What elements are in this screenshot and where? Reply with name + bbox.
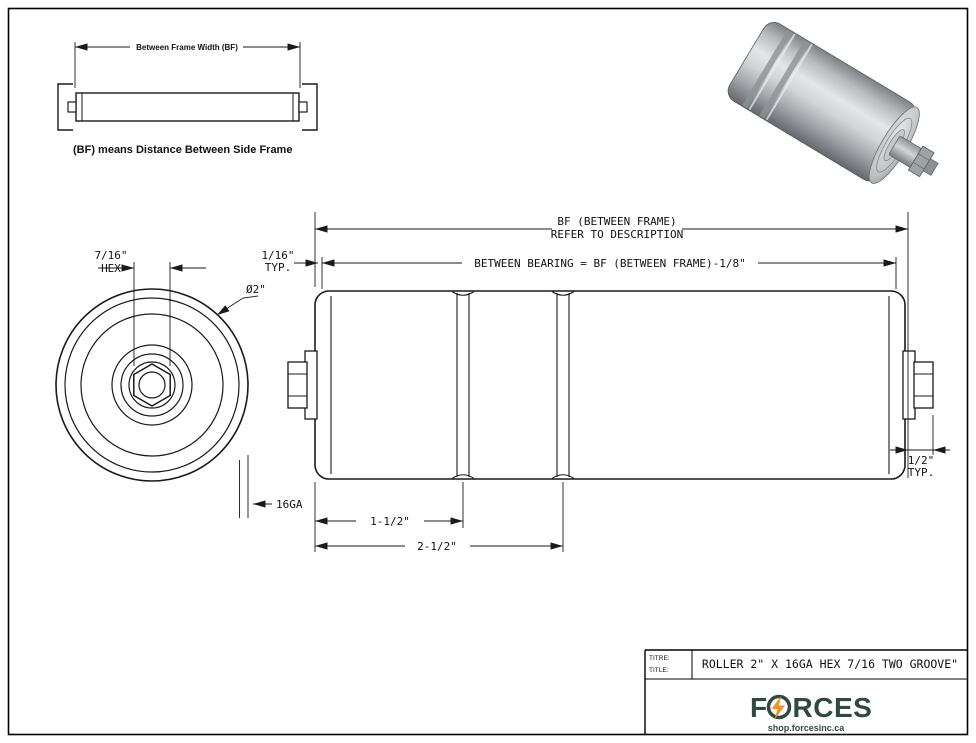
inset-dim-label: Between Frame Width (BF): [136, 43, 238, 52]
inset-right-shaft: [298, 101, 308, 113]
groove-1: [451, 291, 475, 479]
groove2-dim: 2-1/2": [417, 540, 457, 553]
right-shaft: [913, 361, 934, 409]
roller-3d-image: [727, 22, 939, 184]
hex-size-dim: 7/16": [94, 249, 127, 262]
inset-caption: (BF) means Distance Between Side Frame: [73, 144, 292, 156]
title-block-label-title: TITLE:: [649, 667, 669, 674]
groove-band-2: [759, 39, 810, 119]
right-typ-label: TYP.: [908, 466, 935, 479]
title-block-label-titre: TITRE:: [649, 655, 670, 662]
bf-dim-line2: REFER TO DESCRIPTION: [551, 228, 683, 241]
hex-label: HEX: [101, 262, 121, 275]
right-side-frame: [302, 83, 318, 131]
end-view-dimensions: 7/16" HEX Ø2" 16GA: [94, 249, 303, 518]
lightning-bolt-icon: [771, 696, 785, 720]
roller-end-view: [55, 288, 249, 482]
drawing-title: ROLLER 2" X 16GA HEX 7/16 TWO GROOVE": [702, 657, 958, 671]
left-shaft: [287, 361, 308, 409]
groove-band-1: [742, 29, 793, 109]
right-typ-value: 1/2": [908, 454, 935, 467]
roller-side-view: [287, 290, 934, 480]
inset-left-shaft: [67, 101, 77, 113]
roller-body: [314, 290, 906, 480]
sheet-border: [7, 7, 969, 736]
groove1-dim: 1-1/2": [370, 515, 410, 528]
left-typ-label: TYP.: [265, 261, 292, 274]
website-text: shop.forcesinc.ca: [768, 723, 846, 733]
hex-bore: [133, 363, 171, 407]
right-bearing-collar: [902, 350, 916, 420]
gauge-dim: 16GA: [276, 498, 303, 511]
inset-roller-body: [75, 92, 300, 122]
side-view-dimensions: BF (BETWEEN FRAME) REFER TO DESCRIPTION …: [261, 212, 950, 553]
forces-logo: F RCES shop.forcesinc.ca: [750, 692, 872, 733]
logo-letter-f: F: [750, 692, 767, 723]
left-side-frame: [57, 83, 73, 131]
diameter-dim: Ø2": [246, 283, 266, 296]
logo-letters-rces: RCES: [793, 692, 873, 723]
bf-dim-line1: BF (BETWEEN FRAME): [557, 215, 676, 228]
title-block: TITRE: TITLE: ROLLER 2" X 16GA HEX 7/16 …: [644, 649, 968, 735]
between-bearing-dim: BETWEEN BEARING = BF (BETWEEN FRAME)-1/8…: [474, 257, 746, 270]
groove-2: [551, 291, 575, 479]
left-typ-value: 1/16": [261, 249, 294, 262]
bf-inset-diagram: Between Frame Width (BF) (BF) means Dist…: [57, 42, 318, 156]
